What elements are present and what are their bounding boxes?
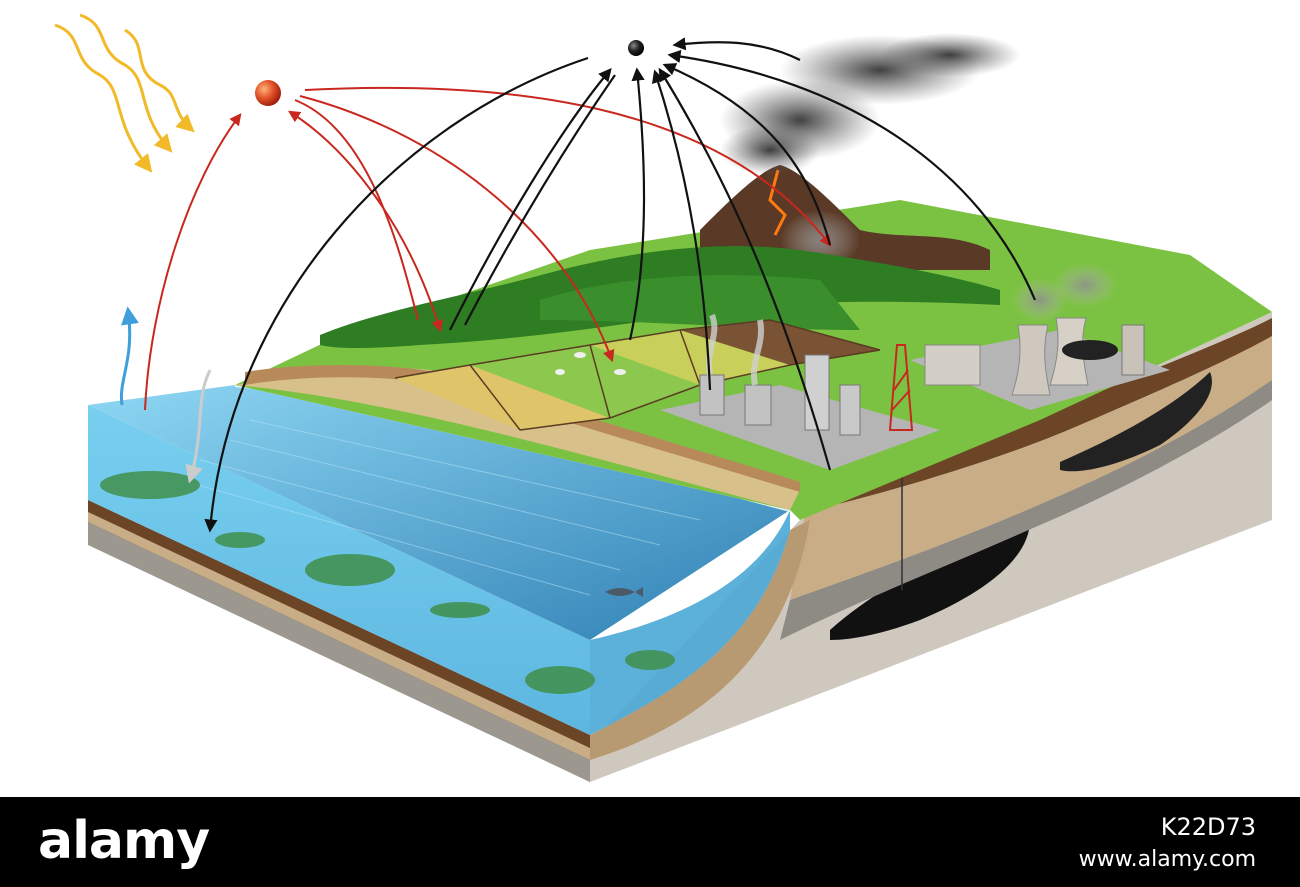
seagrass: [100, 471, 675, 694]
chimney-stack: [1121, 324, 1145, 376]
beach: [235, 368, 800, 510]
volcano-smoke: [720, 33, 1020, 175]
livestock: [555, 352, 626, 375]
brand-logo: alamy: [38, 811, 210, 871]
sea-slope-face: [590, 510, 790, 735]
diagram-canvas: [54, 13, 1272, 782]
refinery: [699, 313, 861, 436]
image-id: K22D73: [1160, 813, 1256, 841]
black-sphere-icon: [628, 40, 644, 56]
grey-stratum: [780, 380, 1272, 640]
precipitation-arrow: [185, 369, 212, 484]
cooling-tower-steam: [1012, 263, 1117, 322]
wheat-field: [395, 365, 610, 430]
stock-photo-footer: alamy K22D73 www.alamy.com: [0, 797, 1300, 887]
continental-slope: [590, 520, 810, 760]
lava-flow: [768, 169, 787, 236]
power-building: [924, 344, 981, 386]
cliff-edge: [245, 365, 800, 492]
seabed-sand-face: [88, 512, 590, 760]
black-flux-arrows: [204, 37, 1037, 533]
sand-stratum: [790, 336, 1272, 600]
evaporation-arrow: [119, 306, 139, 406]
refinery-pad: [660, 385, 940, 470]
red-flux-arrows: [144, 86, 832, 411]
wavy-sun-rays-icon: [54, 13, 195, 173]
fish-icon: [605, 587, 643, 597]
red-sphere-icon: [255, 80, 281, 106]
oil-derrick-icon: [888, 344, 914, 431]
pasture-field: [470, 345, 700, 418]
plowed-field: [680, 320, 880, 365]
website-url: www.alamy.com: [1078, 847, 1256, 872]
coal-pile: [1062, 340, 1118, 360]
seabed-rock-face: [88, 522, 590, 782]
sea-ripples: [179, 419, 701, 596]
sea-surface: [88, 385, 790, 640]
coal-seam: [1060, 372, 1212, 472]
